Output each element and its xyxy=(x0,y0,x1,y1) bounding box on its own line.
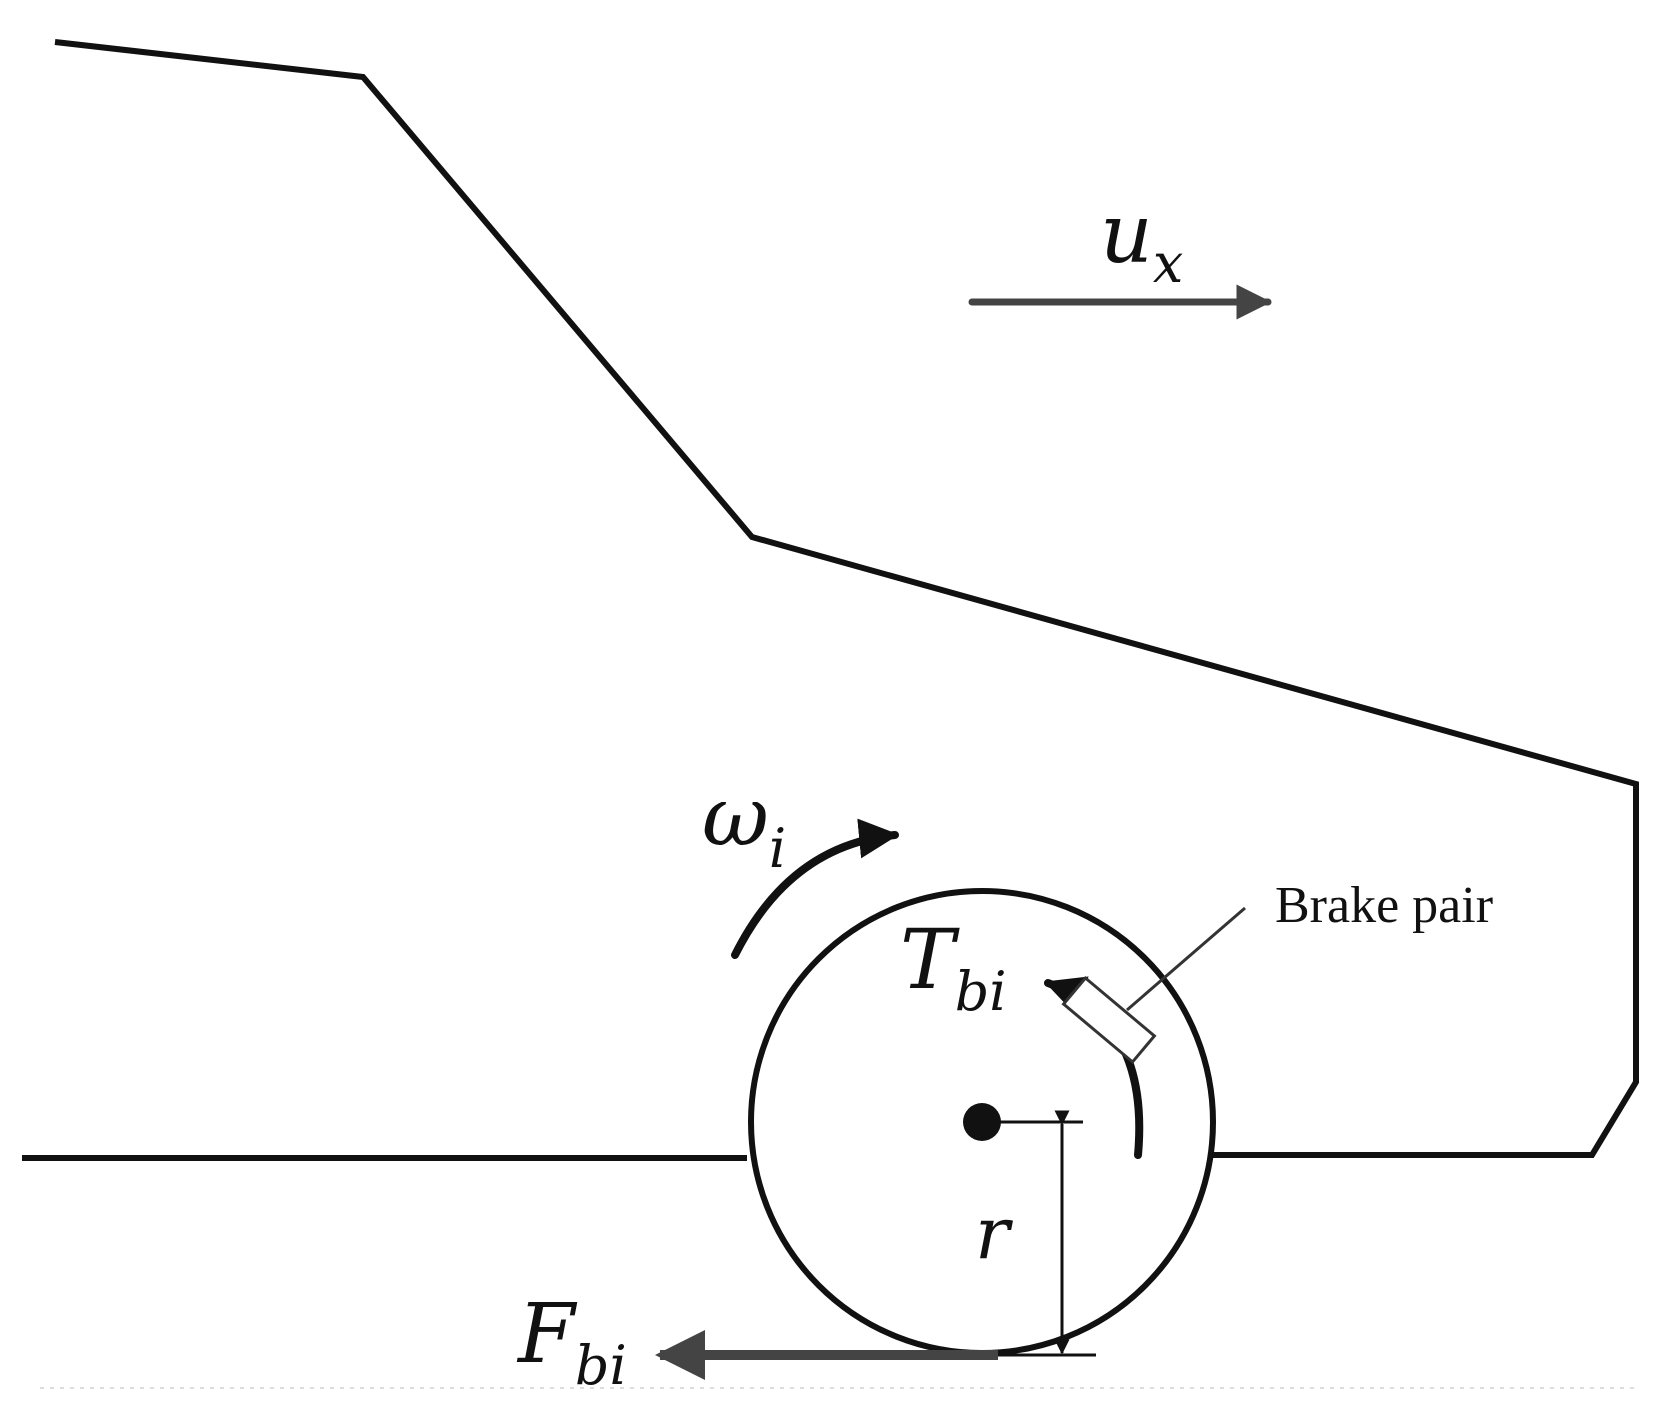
brake-pair-block xyxy=(1061,975,1157,1065)
velocity-subscript: x xyxy=(1153,232,1183,295)
angular-velocity-arrow xyxy=(731,818,899,959)
brake-pair-leader xyxy=(1126,906,1246,1012)
velocity-label: ux xyxy=(1100,187,1183,295)
velocity-symbol: u xyxy=(1100,187,1153,282)
radius-label: r xyxy=(975,1191,1013,1275)
brake-force-label: Fbi xyxy=(516,1287,627,1397)
brake-force-subscript: bi xyxy=(575,1334,627,1397)
angular-velocity-label: ωi xyxy=(702,770,786,880)
angular-velocity-subscript: i xyxy=(769,817,786,880)
brake-torque-symbol: T xyxy=(900,913,960,1008)
brake-torque-subscript: bi xyxy=(955,960,1007,1023)
brake-force-symbol: F xyxy=(516,1287,578,1382)
car-body-outline xyxy=(54,39,1639,1158)
wheel-center xyxy=(963,1103,1001,1141)
brake-pair-label: Brake pair xyxy=(1275,877,1493,934)
brake-torque-label: Tbi xyxy=(900,913,1007,1023)
angular-velocity-symbol: ω xyxy=(702,770,769,865)
